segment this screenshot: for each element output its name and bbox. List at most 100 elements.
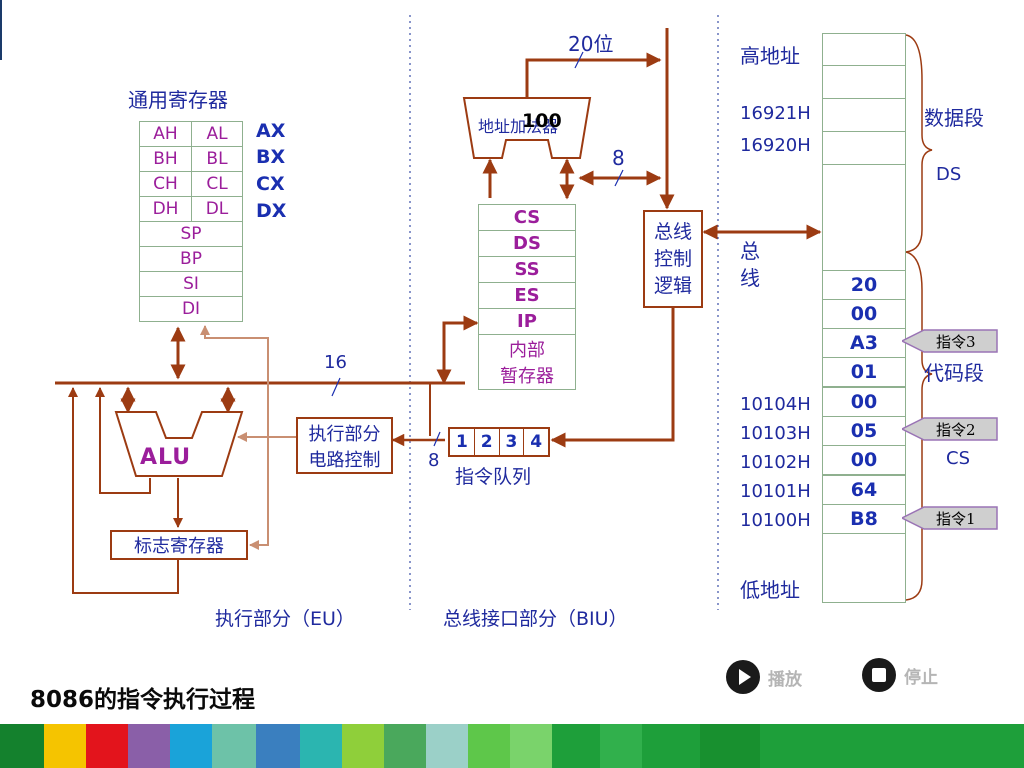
mem-addr: 10100H (740, 510, 811, 531)
code-segment-reg: CS (946, 448, 970, 469)
reg-dh: DH (139, 196, 192, 222)
tag-shape (902, 329, 998, 353)
instruction-2-tag: 指令2 (902, 417, 998, 441)
mem-cell: 05 (822, 416, 906, 446)
instruction-3-tag: 指令3 (902, 329, 998, 353)
adder-label: 地址加法器 (478, 117, 559, 136)
mem-cell-empty (822, 131, 906, 165)
play-label: 播放 (768, 669, 802, 690)
eu-control-line2: 电路控制 (308, 449, 381, 471)
reg-dx-label: DX (256, 200, 287, 222)
eu-control-line1: 执行部分 (308, 423, 381, 445)
tag-label: 指令1 (936, 509, 976, 528)
bus-logic-line2: 控制 (653, 247, 692, 270)
instruction-queue: 1 2 3 4 (448, 427, 550, 457)
temp-reg-line1: 内部 (509, 340, 545, 361)
reg-ax-label: AX (256, 120, 286, 142)
mem-cell: 00 (822, 299, 906, 329)
data-segment-label: 数据段 (924, 106, 984, 130)
high-address-label: 高地址 (740, 44, 800, 68)
mem-cell-empty (822, 533, 906, 603)
mem-cell: 20 (822, 270, 906, 300)
data-segment-reg: DS (936, 164, 962, 185)
reg-si: SI (139, 271, 243, 297)
mem-cell: 00 (822, 445, 906, 475)
reg-cs: CS (478, 204, 576, 231)
flags-label: 标志寄存器 (134, 536, 224, 557)
stop-label: 停止 (904, 667, 938, 688)
alu-label: ALU (140, 445, 192, 470)
tag-shape (902, 417, 998, 441)
mem-cell-empty (822, 98, 906, 132)
bus-label-1: 总 (740, 239, 760, 263)
reg-sp: SP (139, 221, 243, 247)
queue-bus-width: 8 (428, 450, 440, 471)
queue-label: 指令队列 (455, 466, 532, 488)
mem-cell: A3 (822, 328, 906, 358)
play-icon (726, 660, 760, 694)
mem-cell: 64 (822, 475, 906, 505)
reg-bp: BP (139, 246, 243, 272)
biu-section-label: 总线接口部分（BIU） (443, 608, 628, 630)
reg-ah: AH (139, 121, 192, 147)
queue-cell: 1 (450, 429, 475, 455)
slide-title: 8086的指令执行过程 (30, 687, 256, 713)
tag-label: 指令2 (936, 420, 976, 439)
temp-register: 内部 暂存器 (478, 334, 576, 390)
reg-cl: CL (191, 171, 243, 197)
addr-16921h: 16921H (740, 103, 811, 124)
stop-button[interactable]: 停止 (862, 658, 938, 692)
stop-icon (862, 658, 896, 692)
address-width: 20位 (568, 32, 614, 56)
reg-ip: IP (478, 308, 576, 335)
mem-addr: 10102H (740, 452, 811, 473)
bus-control-logic: 总线 控制 逻辑 (643, 210, 703, 308)
reg-es: ES (478, 282, 576, 309)
play-button[interactable]: 播放 (726, 660, 802, 694)
reg-al: AL (191, 121, 243, 147)
flags-register: 标志寄存器 (110, 530, 248, 560)
mem-addr: 10103H (740, 423, 811, 444)
bus-logic-line3: 逻辑 (653, 274, 692, 297)
bus-logic-line1: 总线 (653, 220, 692, 243)
queue-cell: 2 (475, 429, 500, 455)
reg-bh: BH (139, 146, 192, 172)
bus-label-2: 线 (740, 266, 760, 290)
mem-addr: 10104H (740, 394, 811, 415)
mem-addr: 10101H (740, 481, 811, 502)
general-regs-title: 通用寄存器 (128, 88, 228, 112)
reg-dl: DL (191, 196, 243, 222)
queue-cell: 3 (500, 429, 525, 455)
eu-section-label: 执行部分（EU） (215, 608, 355, 630)
reg-ss: SS (478, 256, 576, 283)
mem-cell: 01 (822, 357, 906, 387)
mem-cell: B8 (822, 504, 906, 534)
address-adder (462, 97, 592, 159)
cs-brace (905, 251, 933, 601)
reg-cx-label: CX (256, 173, 285, 195)
tag-label: 指令3 (936, 332, 976, 351)
reg-bx-label: BX (256, 146, 286, 168)
temp-reg-line2: 暂存器 (500, 366, 554, 387)
adder-overlay-value: 100 (522, 110, 562, 132)
corner-mark (0, 0, 2, 60)
eu-control-box: 执行部分 电路控制 (296, 417, 393, 474)
reg-di: DI (139, 296, 243, 322)
low-address-label: 低地址 (740, 578, 800, 602)
reg-ch: CH (139, 171, 192, 197)
addr-16920h: 16920H (740, 135, 811, 156)
reg-bl: BL (191, 146, 243, 172)
mem-cell-empty (822, 65, 906, 99)
mem-cell-empty (822, 33, 906, 66)
alu (114, 411, 244, 477)
footer-strip (0, 724, 1024, 768)
tag-shape (902, 506, 998, 530)
code-segment-label: 代码段 (924, 361, 984, 385)
data-width: 8 (612, 146, 625, 170)
reg-ds: DS (478, 230, 576, 257)
mem-cell: 00 (822, 387, 906, 417)
ds-brace (905, 34, 933, 253)
internal-bus-width: 16 (324, 352, 347, 373)
